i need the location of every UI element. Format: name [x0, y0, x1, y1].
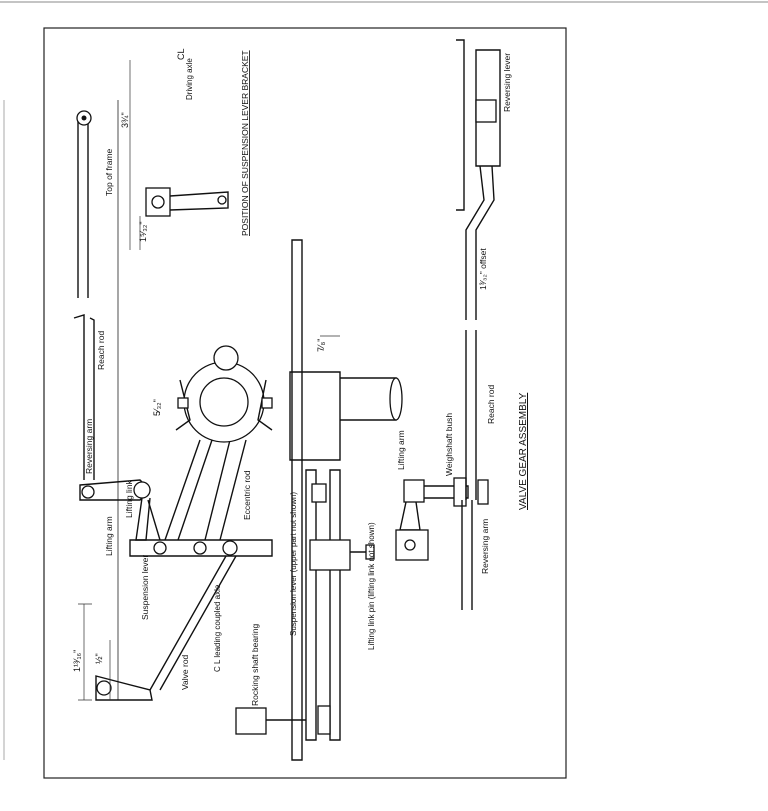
strap-bolt-right	[261, 397, 273, 409]
label-suspension-lever-upper: Suspension lever (upper part not shown)	[289, 492, 298, 636]
lifting-link-pin-nut	[365, 544, 375, 560]
link-block-plan	[309, 539, 351, 571]
bracket-end-hole	[217, 195, 227, 205]
label-weighshaft-bush: Weighshaft bush	[444, 413, 454, 476]
reversing-lever-pivot	[475, 99, 497, 123]
label-valve-rod: Valve rod	[180, 654, 190, 690]
reach-rod-lower	[73, 314, 95, 480]
bracket-arm	[169, 191, 229, 211]
valve-rod	[149, 555, 237, 691]
label-dim-half: ½"	[94, 653, 104, 664]
lifting-arm-left	[135, 497, 151, 541]
label-rocking-shaft-bearing: Rocking shaft bearing	[250, 624, 260, 706]
labels: CL Driving axle POSITION OF SUSPENSION L…	[72, 48, 529, 706]
label-dim-7-8: 7⁄₈"	[316, 339, 326, 352]
reversing-lever-plan	[475, 49, 501, 167]
right-plan-view	[456, 39, 501, 610]
label-reversing-lever: Reversing lever	[502, 53, 512, 112]
eccentric-rods	[164, 439, 247, 541]
middle-plan-view	[235, 239, 489, 761]
suspension-lever-plan	[305, 469, 317, 741]
expansion-link-pin-3	[222, 540, 238, 556]
label-position-bracket: POSITION OF SUSPENSION LEVER BRACKET	[240, 50, 250, 236]
reach-rod-right-lower	[465, 330, 477, 500]
weighshaft-bush	[453, 477, 467, 507]
reach-rod-right-upper	[456, 39, 465, 211]
reach-rod-offset-2	[475, 165, 495, 320]
label-dim-5-32: 5⁄₃₂"	[152, 399, 162, 416]
strap-lugs	[175, 379, 273, 431]
label-suspension-lever-left: Suspension lever	[140, 555, 150, 620]
label-lifting-arm-mid: Lifting arm	[396, 430, 406, 470]
lifting-arm-mid-pin	[404, 539, 416, 551]
reach-rod-offset	[465, 165, 485, 320]
drawing-border	[43, 27, 567, 779]
label-lifting-link-pin: Lifting link pin (lifting link not shown…	[367, 522, 376, 650]
driving-axle-boss	[213, 345, 239, 371]
rocking-arm	[95, 675, 153, 701]
axle-end	[389, 377, 403, 421]
label-cl-leading-coupled-axle: C L leading coupled axle	[213, 584, 222, 672]
weighshaft-middle	[424, 485, 469, 499]
label-dim-1-13-16: 1¹³⁄₁₆"	[72, 650, 82, 672]
upper-pin-plan	[311, 483, 327, 503]
expansion-link-plan	[329, 469, 341, 741]
reversing-arm-boss	[477, 479, 489, 505]
dim-1-13-16-line	[78, 603, 92, 701]
label-eccentric-rod: Eccentric rod	[242, 470, 252, 520]
lifting-link	[147, 499, 161, 541]
label-lifting-arm-left: Lifting arm	[104, 516, 114, 556]
reversing-arm-eye	[81, 485, 95, 499]
rocking-shaft-bearing-plan	[235, 707, 267, 735]
strap-bolt-left	[177, 397, 189, 409]
frame-plate	[291, 239, 303, 761]
expansion-link-bar	[129, 539, 273, 557]
axle-box	[289, 371, 341, 461]
label-valve-gear-assembly: VALVE GEAR ASSEMBLY	[518, 392, 529, 510]
label-reversing-arm-left: Reversing arm	[84, 419, 94, 474]
rocking-arm-eye	[96, 680, 112, 696]
label-offset: 1³⁄₃₂" offset	[478, 248, 488, 290]
label-reach-rod-left: Reach rod	[96, 331, 106, 370]
label-reach-rod-right: Reach rod	[486, 385, 496, 424]
label-dim-3-3-4: 3¾"	[120, 112, 130, 128]
expansion-link-pin-2	[193, 541, 207, 555]
label-lifting-link: Lifting link	[124, 479, 134, 518]
driving-axle	[340, 377, 397, 421]
weighshaft-left	[133, 481, 151, 499]
left-linkage-view	[73, 60, 273, 701]
expansion-link-pin-1	[153, 541, 167, 555]
label-reversing-arm-right: Reversing arm	[480, 519, 490, 574]
label-dim-1-5-32: 1⁵⁄₃₂"	[138, 221, 148, 242]
label-top-of-frame: Top of frame	[104, 148, 114, 196]
bracket-pivot	[151, 195, 165, 209]
rocking-arm-plan	[317, 705, 331, 735]
lifting-arm-mid-body	[399, 501, 421, 531]
eccentric-sheave	[199, 377, 249, 427]
lifting-arm-boss	[403, 479, 425, 503]
reach-rod-top-pin	[81, 115, 87, 121]
label-driving-axle: Driving axle	[185, 58, 194, 100]
reach-rod-upper	[77, 120, 89, 298]
reversing-arm-right	[461, 500, 473, 610]
label-cl-driving-axle: CL	[176, 48, 186, 60]
